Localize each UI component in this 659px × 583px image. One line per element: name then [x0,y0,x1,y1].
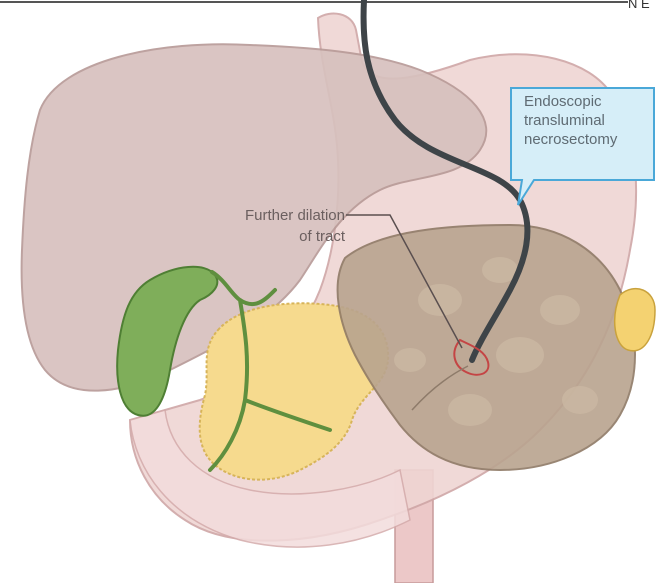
callout-line: necrosectomy [524,130,654,149]
callout-line: Endoscopic [524,92,654,111]
dilation-label: Further dilation of tract [155,205,345,247]
dilation-label-line: Further dilation [155,205,345,226]
corner-text: N E [628,0,650,11]
callout-line: transluminal [524,111,654,130]
dilation-label-line: of tract [155,226,345,247]
spleen-tip [615,289,655,351]
callout-label: Endoscopic transluminal necrosectomy [511,88,654,180]
